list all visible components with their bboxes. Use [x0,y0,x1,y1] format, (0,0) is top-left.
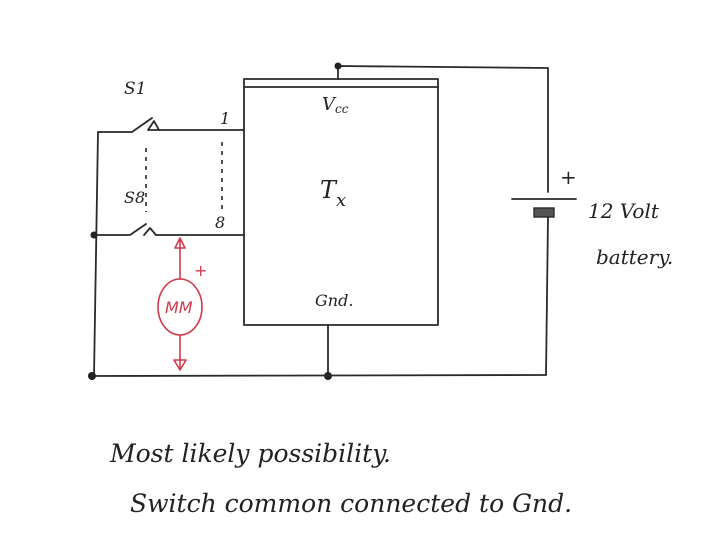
caption-line-1: Most likely possibility. [109,439,391,468]
switch-s1-contact [147,120,160,131]
multimeter-label: MM [165,298,193,317]
transmitter-box [243,78,439,326]
battery-type-label: battery. [596,245,673,269]
vcc-junction-dot [334,62,342,70]
ground-bus [91,374,547,377]
meter-probe-bottom-arrow [173,359,187,371]
meter-probe-top-arrow [174,237,186,249]
vcc-wire [337,65,549,193]
pin-8-label: 8 [215,213,225,232]
switch-s8-lever [93,223,147,236]
caption-line-2: Switch common connected to Gnd. [130,489,572,518]
vcc-label: Vcc [322,94,349,116]
switch-s8-label: S8 [124,188,145,207]
battery-plus-sign: + [560,165,577,189]
gnd-label: Gnd. [315,291,353,310]
tx-label: Tx [320,176,346,211]
switch-s1-lever [97,117,153,133]
pin-1-label: 1 [220,109,230,128]
meter-plus-sign: + [194,261,207,280]
switch-s8-contact [143,227,157,236]
battery-negative-wire [545,216,549,376]
battery-voltage-label: 12 Volt [588,199,660,223]
switch-common-wire [93,131,99,377]
battery-negative-plate [533,207,555,218]
switch-s1-label: S1 [124,79,146,99]
